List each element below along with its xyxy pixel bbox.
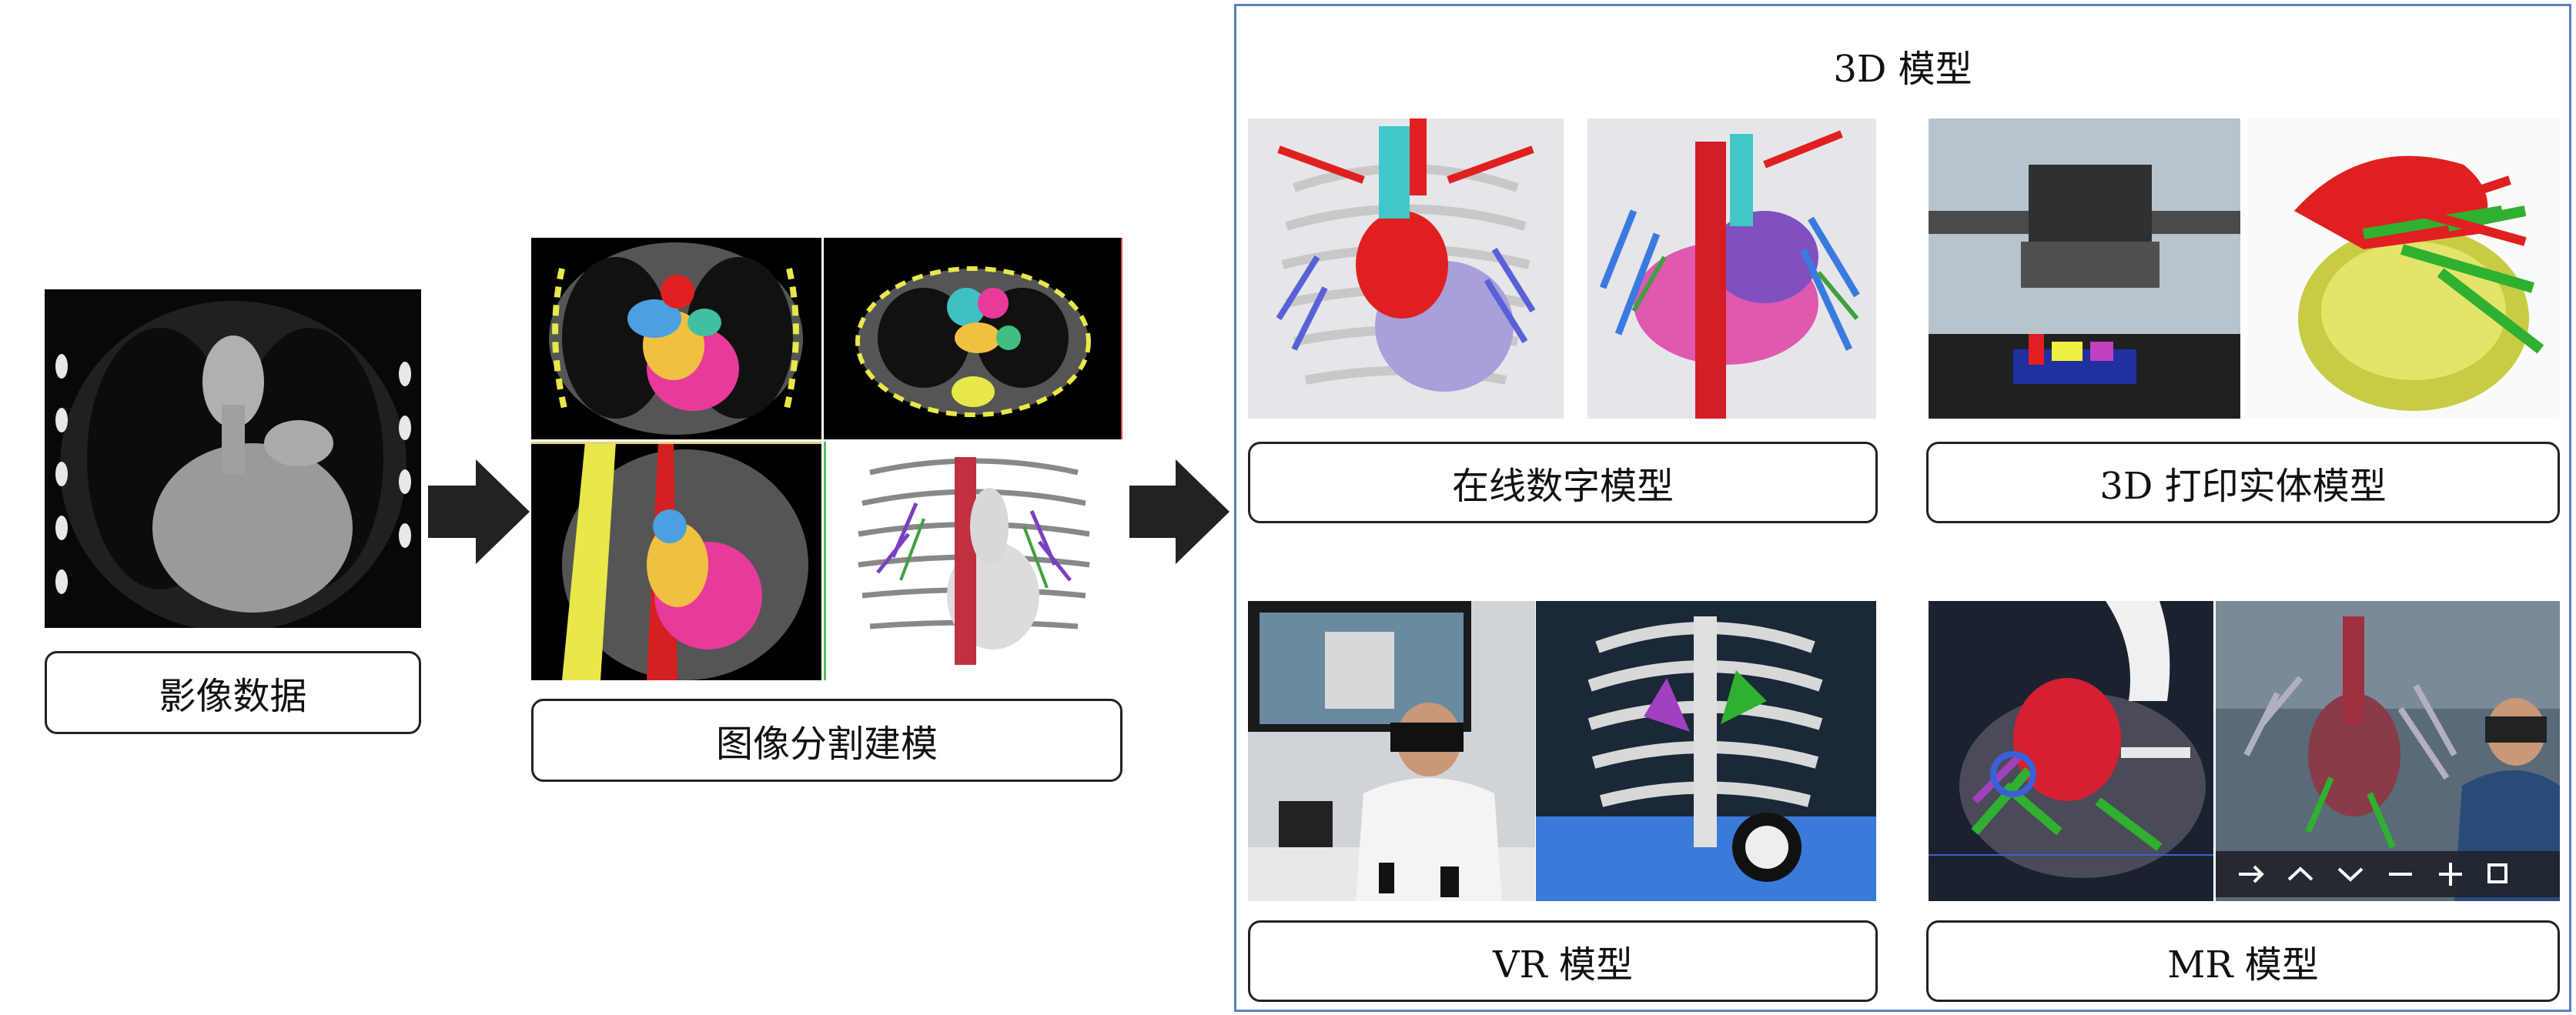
digital-model-image-front [1248, 119, 1564, 419]
mr-model-image [2216, 601, 2560, 901]
digital-model-image-side [1587, 119, 1876, 419]
mr-model-text: MR 模型 [2167, 943, 2319, 987]
segmentation-coronal-view [531, 238, 821, 439]
segmentation-label: 图像分割建模 [531, 699, 1122, 782]
mr-surgery-image [1929, 601, 2213, 901]
segmentation-axial-view [824, 238, 1122, 439]
online-digital-model-text: 在线数字模型 [1451, 465, 1674, 508]
3d-printer-image [1929, 119, 2240, 419]
segmentation-3d-rendering [824, 442, 1122, 680]
arrow-right-icon [428, 459, 530, 564]
online-digital-model-label: 在线数字模型 [1248, 442, 1878, 523]
segmentation-text: 图像分割建模 [715, 723, 938, 766]
vr-model-image [1536, 601, 1876, 901]
panel-title: 3D 模型 [1833, 48, 1972, 91]
arrow-right-icon [1129, 459, 1229, 564]
imaging-data-text: 影像数据 [159, 675, 307, 718]
ct-scan-image [45, 289, 421, 628]
vr-model-text: VR 模型 [1492, 943, 1634, 987]
vr-user-image [1248, 601, 1535, 901]
imaging-data-label: 影像数据 [45, 651, 421, 734]
segmentation-sagittal-view [531, 442, 821, 680]
3d-printed-model-text: 3D 打印实体模型 [2099, 465, 2387, 508]
printed-heart-image [2248, 119, 2560, 419]
mr-model-label: MR 模型 [1926, 920, 2560, 1002]
vr-model-label: VR 模型 [1248, 920, 1878, 1002]
3d-printed-model-label: 3D 打印实体模型 [1926, 442, 2560, 523]
